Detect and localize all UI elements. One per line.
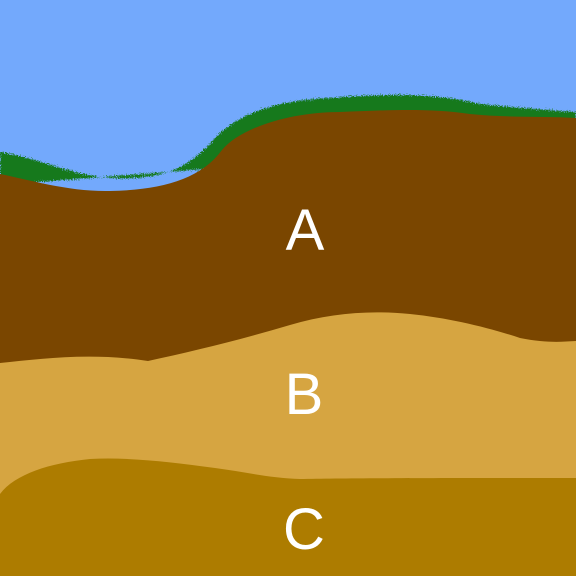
horizon-a-label: A [285, 198, 325, 263]
horizon-b-label: B [284, 362, 324, 427]
horizon-c-label: C [283, 497, 325, 562]
horizon-c [0, 458, 576, 576]
